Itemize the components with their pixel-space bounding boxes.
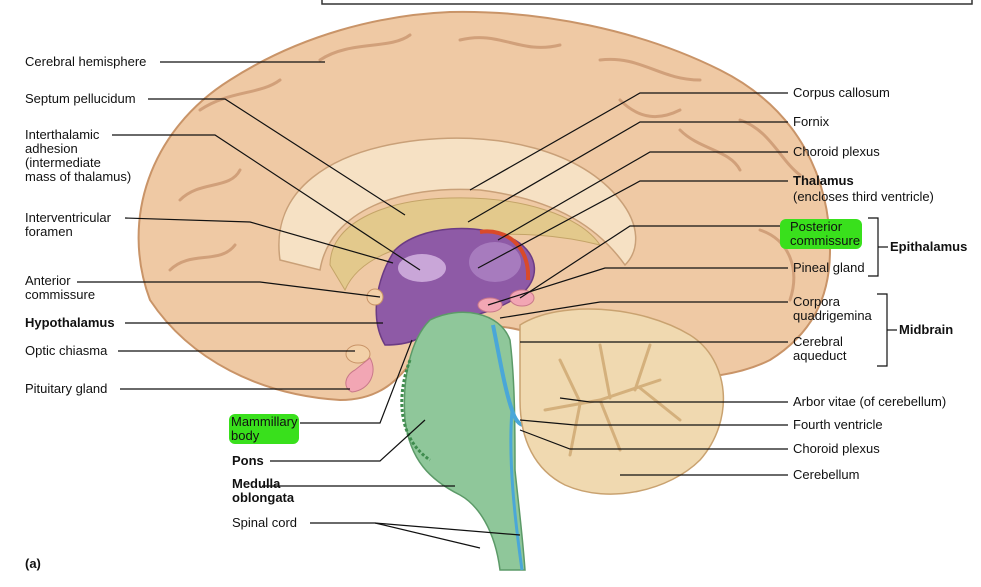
optic-chiasma-shape xyxy=(345,344,371,364)
label-hypothalamus: Hypothalamus xyxy=(25,315,115,330)
label-choroid-plexus-bottom: Choroid plexus xyxy=(793,441,880,456)
label-thalamus-note: (encloses third ventricle) xyxy=(793,189,934,204)
fourth-ventricle-shape xyxy=(509,409,524,571)
label-cerebellum: Cerebellum xyxy=(793,467,860,482)
anterior-commissure-shape xyxy=(366,288,384,306)
pituitary-gland-shape xyxy=(345,357,374,393)
label-arbor-vitae: Arbor vitae (of cerebellum) xyxy=(793,394,947,409)
label-pineal-gland: Pineal gland xyxy=(793,260,865,275)
label-cerebral-aqueduct: Cerebral aqueduct xyxy=(793,334,847,363)
choroid-plexus-shape xyxy=(479,229,531,281)
group-midbrain: Midbrain xyxy=(899,322,954,337)
label-corpus-callosum: Corpus callosum xyxy=(793,85,890,100)
label-medulla-oblongata: Medulla oblongata xyxy=(232,476,295,505)
frame-edge xyxy=(321,0,973,5)
posterior-commissure-shape xyxy=(477,297,503,313)
label-septum-pellucidum: Septum pellucidum xyxy=(25,91,136,106)
label-interventricular-foramen: Interventricular foramen xyxy=(25,210,111,239)
label-mammillary-body: Mammillary body xyxy=(229,414,300,444)
label-pituitary-gland: Pituitary gland xyxy=(25,381,108,396)
label-fornix: Fornix xyxy=(793,114,830,129)
label-spinal-cord: Spinal cord xyxy=(232,515,298,530)
label-interthalamic-adhesion: Interthalamic adhesion (intermediate mas… xyxy=(25,127,132,184)
label-pons: Pons xyxy=(232,453,264,468)
label-anterior-commissure: Anterior commissure xyxy=(25,273,96,302)
group-epithalamus: Epithalamus xyxy=(890,239,968,254)
label-cerebral-hemisphere: Cerebral hemisphere xyxy=(25,54,147,69)
label-corpora-quadrigemina: Corpora quadrigemina xyxy=(793,294,872,323)
label-posterior-commissure: Posterior commissure xyxy=(780,219,863,249)
corpus-callosum-shape xyxy=(278,137,637,271)
label-thalamus: Thalamus xyxy=(793,173,854,188)
interthalamic-adhesion-shape xyxy=(398,254,446,282)
gyri-lines xyxy=(168,33,802,302)
label-choroid-plexus-top: Choroid plexus xyxy=(793,144,880,159)
panel-letter: (a) xyxy=(25,556,41,571)
label-optic-chiasma: Optic chiasma xyxy=(25,343,108,358)
label-fourth-ventricle: Fourth ventricle xyxy=(793,417,883,432)
